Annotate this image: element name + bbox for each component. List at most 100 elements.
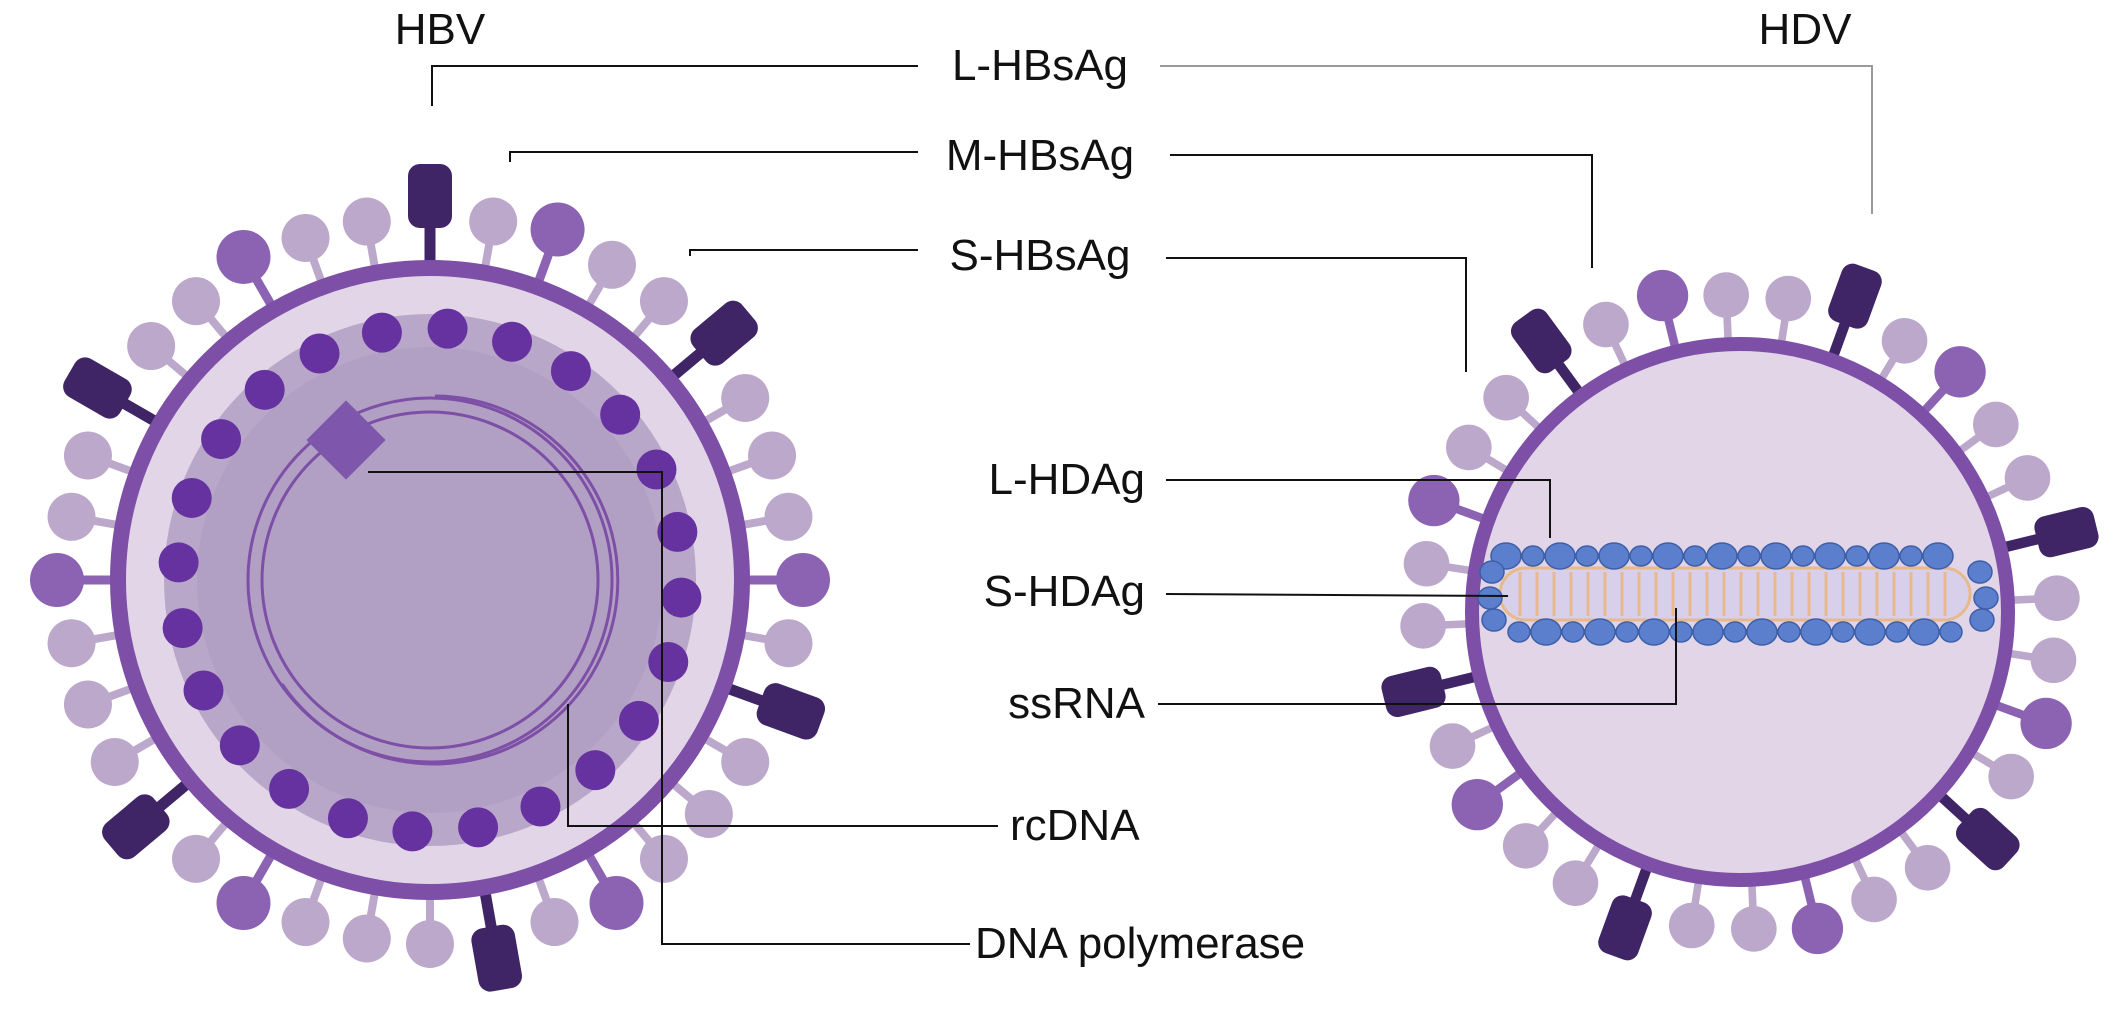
hdag-bead (1561, 621, 1585, 643)
s-hbsag-protein (1400, 603, 1477, 649)
leader-dna-polymerase (368, 471, 970, 945)
m-hbsag-protein (216, 844, 280, 931)
protein-head (1408, 474, 1460, 527)
hdag-bead (1615, 621, 1639, 643)
hdag-bead (1638, 618, 1670, 646)
leader-l-hbsag-hdv (1160, 65, 1873, 214)
protein-head (639, 834, 688, 883)
hdag-bead (1845, 545, 1869, 567)
protein-head (1881, 318, 1928, 364)
capsid-protein-dot (648, 642, 689, 683)
hdag-bead (1854, 618, 1886, 646)
protein-head (63, 357, 132, 419)
leader-s-hbsag-hbv (689, 249, 918, 256)
m-hbsag-protein (1451, 764, 1530, 831)
protein-head (408, 164, 452, 228)
leader-ssrna (1158, 608, 1677, 705)
m-hbsag-protein (1986, 697, 2072, 750)
s-hbsag-protein (90, 730, 166, 786)
protein-head (721, 374, 770, 422)
hdv-ribonucleoprotein (1477, 542, 1999, 646)
protein-head (1552, 860, 1599, 906)
protein-head (1988, 753, 2034, 800)
ssrna-rungs (1518, 572, 1947, 616)
protein-head (281, 213, 330, 262)
protein-head (1451, 778, 1503, 831)
hdag-bead (1737, 545, 1761, 567)
rcdna-partial-strand (280, 394, 620, 766)
hdag-bead (1939, 621, 1963, 643)
protein-head (1429, 723, 1476, 769)
s-hbsag-protein (663, 774, 733, 838)
leader-l-hbsag-hbv (431, 65, 918, 106)
protein-head (127, 322, 176, 371)
s-hbsag-protein (172, 813, 236, 883)
s-hbsag-protein (1703, 272, 1749, 349)
m-hbsag-protein (1791, 867, 1844, 955)
protein-head (588, 240, 636, 289)
capsid-protein-dot (575, 750, 616, 791)
s-hbsag-protein (127, 322, 197, 386)
s-hbsag-protein (1873, 318, 1928, 389)
hdag-bead (1598, 542, 1630, 570)
protein-head (63, 680, 112, 729)
capsid-protein-dot (269, 768, 310, 809)
l-hbsag-protein (1598, 858, 1655, 961)
protein-head (756, 683, 826, 740)
hdag-bead (1908, 618, 1940, 646)
capsid-protein-dot (520, 786, 561, 827)
protein-head (589, 876, 644, 931)
hdag-bead (1477, 586, 1503, 610)
protein-head (1828, 263, 1882, 329)
capsid-protein-dot (600, 394, 641, 435)
l-hbsag-protein (1381, 666, 1485, 718)
protein-head (690, 300, 758, 366)
protein-head (1598, 895, 1652, 961)
hdag-bead (1669, 621, 1693, 643)
hdag-bead (1652, 542, 1684, 570)
l-hbsag-protein (1825, 263, 1882, 366)
protein-head (1510, 308, 1572, 374)
hdv-particle (1381, 263, 2099, 961)
capsid-protein-dot (657, 511, 698, 552)
leader-rcdna (567, 704, 998, 827)
protein-head (102, 794, 170, 860)
m-hbsag-protein (30, 553, 122, 607)
s-hbsag-protein (1977, 455, 2051, 504)
protein-head (469, 197, 518, 246)
protein-head (1400, 603, 1446, 649)
capsid-protein-dot (492, 321, 533, 362)
m-hbsag-protein (530, 202, 585, 293)
protein-head (1636, 269, 1689, 322)
protein-head (1583, 301, 1629, 348)
dna-polymerase-shape (306, 400, 386, 480)
hdag-bead (1814, 542, 1846, 570)
hdag-bead (1973, 586, 1999, 610)
protein-head (2004, 455, 2051, 501)
capsid-protein-dot (299, 333, 340, 374)
s-hbsag-protein (580, 240, 636, 316)
capsid-protein-dot (219, 725, 260, 766)
capsid-protein-dot (158, 542, 199, 583)
protein-head (748, 431, 797, 480)
protein-head (1934, 346, 1986, 398)
protein-head (1791, 902, 1844, 955)
hdag-bead (1831, 621, 1855, 643)
l-hbsag-protein (1995, 506, 2099, 558)
hdag-bead (1868, 542, 1900, 570)
protein-head (281, 898, 330, 947)
hdag-bead (1683, 545, 1707, 567)
protein-head (1904, 845, 1951, 891)
l-hbsag-protein (717, 680, 826, 740)
m-hbsag-protein (738, 553, 830, 607)
capsid-protein-dot (550, 351, 591, 392)
protein-head (1502, 823, 1549, 869)
protein-head (47, 492, 96, 541)
protein-head (1483, 374, 1529, 421)
protein-head (406, 920, 454, 968)
s-hbsag-protein (172, 277, 236, 347)
protein-head (1731, 906, 1777, 952)
hdag-bead (1746, 618, 1778, 646)
protein-head (216, 876, 271, 931)
